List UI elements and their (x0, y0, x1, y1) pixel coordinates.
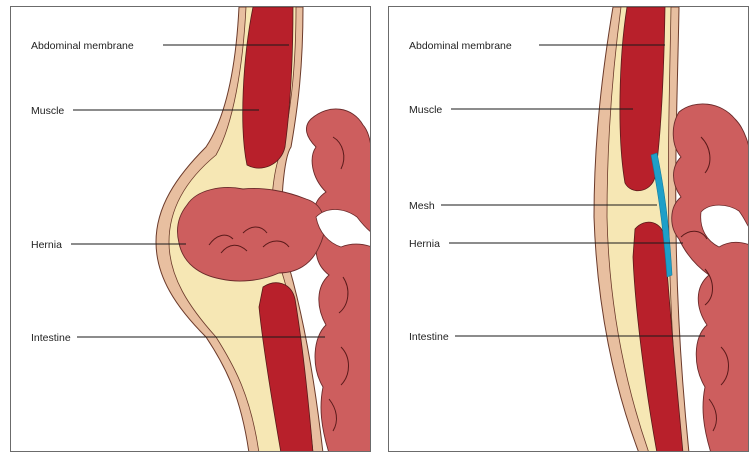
hernia-illustration-right: Abdominal membrane Muscle Mesh Hernia In… (389, 7, 749, 452)
hernia-illustration-left: Abdominal membrane Muscle Hernia Intesti… (11, 7, 371, 452)
label-intestine: Intestine (31, 332, 71, 344)
muscle-upper (243, 7, 293, 168)
hernia (177, 188, 324, 281)
label-muscle: Muscle (409, 104, 442, 116)
hernia-diagram-right: Abdominal membrane Muscle Mesh Hernia In… (388, 6, 749, 452)
label-mesh: Mesh (409, 200, 435, 212)
label-abdominal-membrane: Abdominal membrane (409, 40, 512, 52)
label-hernia: Hernia (409, 238, 440, 250)
label-abdominal-membrane: Abdominal membrane (31, 40, 134, 52)
label-hernia: Hernia (31, 239, 62, 251)
label-intestine: Intestine (409, 331, 449, 343)
label-muscle: Muscle (31, 105, 64, 117)
hernia-diagram-left: Abdominal membrane Muscle Hernia Intesti… (10, 6, 371, 452)
